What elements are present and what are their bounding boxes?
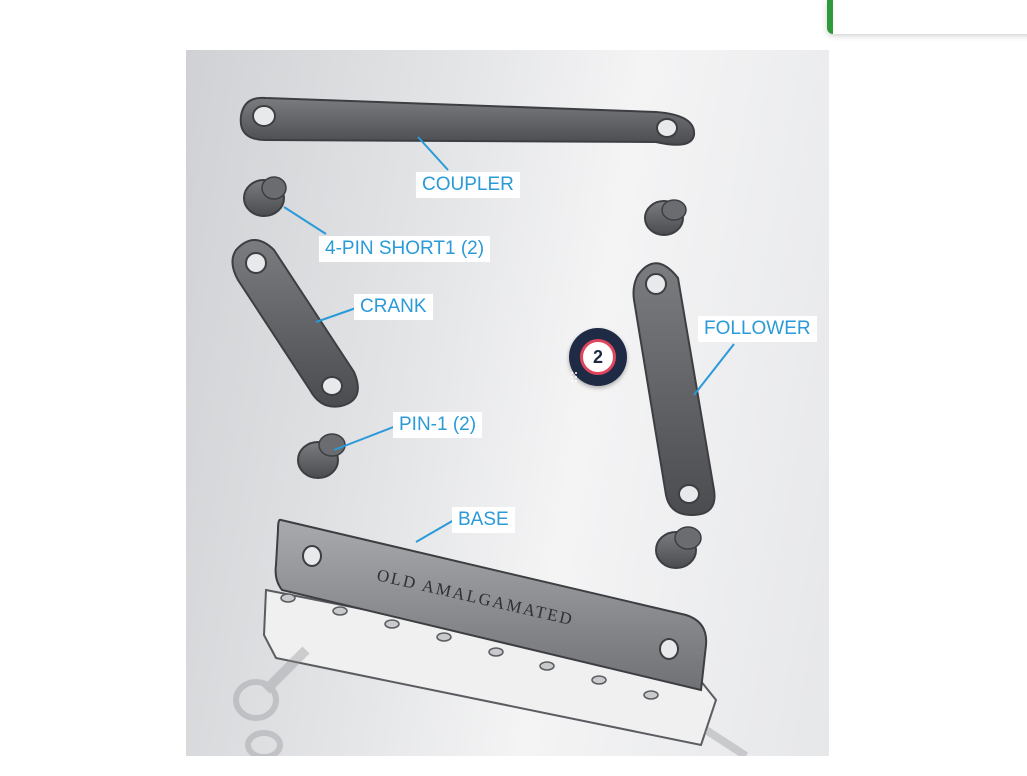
label-coupler: COUPLER: [416, 172, 520, 198]
leader-lines: [283, 136, 735, 543]
pin-1-left-part: [297, 433, 346, 479]
ghost-parts: [233, 646, 749, 756]
notification-toast: [827, 0, 1027, 34]
crank-part: [231, 239, 359, 408]
hotspot-number: 2: [580, 339, 616, 375]
label-4-pin-short: 4-PIN SHORT1 (2): [319, 236, 491, 262]
coupler-part: [239, 96, 696, 146]
short-pin-right-part: [644, 199, 687, 236]
assembly-drawing: OLD AMALGAMATED: [231, 96, 749, 756]
drag-handle-icon[interactable]: [571, 372, 580, 384]
hotspot-marker-2[interactable]: 2: [569, 328, 627, 386]
label-crank: CRANK: [354, 294, 433, 320]
label-base: BASE: [452, 507, 515, 533]
base-part: OLD AMALGAMATED: [262, 518, 718, 747]
pin-1-right-part: [655, 526, 702, 569]
follower-part: [632, 262, 716, 517]
label-pin-1: PIN-1 (2): [393, 412, 483, 438]
exploded-assembly-figure: OLD AMALGAMATED COUPLER 4-PIN SHORT1 (2)…: [186, 50, 829, 756]
short-pin-left-part: [243, 176, 287, 217]
label-follower: FOLLOWER: [698, 316, 817, 342]
